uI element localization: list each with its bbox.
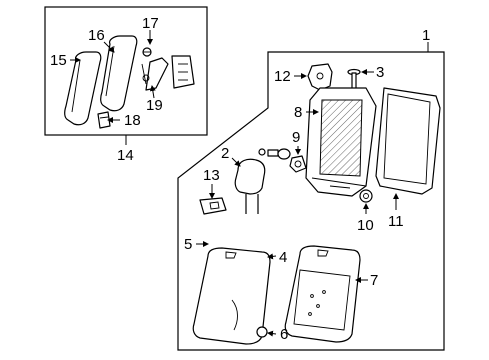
leader-lines bbox=[70, 30, 429, 337]
part-19-bracket bbox=[141, 57, 169, 91]
part-headrest-guides bbox=[258, 148, 291, 160]
callout-4: 4 bbox=[279, 249, 287, 266]
callout-9: 9 bbox=[292, 129, 300, 146]
callout-5: 5 bbox=[184, 236, 192, 253]
callout-19: 19 bbox=[146, 97, 163, 114]
part-11-panel bbox=[375, 87, 441, 195]
part-7-cover bbox=[284, 245, 361, 343]
part-8-frame bbox=[305, 87, 377, 197]
callout-10: 10 bbox=[357, 217, 374, 234]
callout-12: 12 bbox=[274, 68, 291, 85]
callout-14: 14 bbox=[117, 147, 134, 164]
callout-2: 2 bbox=[221, 145, 229, 162]
callout-1: 1 bbox=[422, 27, 430, 44]
callout-7: 7 bbox=[370, 272, 378, 289]
callout-17: 17 bbox=[142, 15, 159, 32]
part-6-plug bbox=[256, 326, 268, 338]
callout-3: 3 bbox=[376, 64, 384, 81]
part-9-bushing bbox=[289, 155, 307, 173]
callout-11: 11 bbox=[388, 213, 404, 230]
part-16-bolster-right bbox=[100, 35, 138, 112]
callout-6: 6 bbox=[280, 326, 288, 343]
part-plate bbox=[171, 55, 195, 89]
main-assembly-frame bbox=[177, 51, 445, 351]
callout-8: 8 bbox=[294, 104, 302, 121]
callout-15: 15 bbox=[50, 52, 67, 69]
part-18-latch bbox=[97, 111, 111, 129]
part-10-grommet bbox=[359, 189, 373, 203]
callout-13: 13 bbox=[203, 167, 220, 184]
callout-18: 18 bbox=[124, 112, 141, 129]
part-2-headrest bbox=[234, 158, 266, 214]
part-12-recliner bbox=[307, 63, 333, 91]
part-15-bolster-left bbox=[64, 51, 102, 126]
part-13-escutcheon bbox=[199, 197, 227, 215]
part-17-clip bbox=[142, 47, 152, 57]
callout-16: 16 bbox=[88, 27, 105, 44]
